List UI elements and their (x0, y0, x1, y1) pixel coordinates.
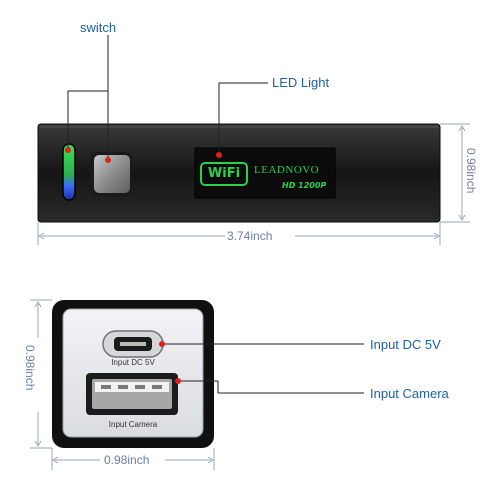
camera-port-label: Input Camera (108, 420, 158, 429)
input-dc-label: Input DC 5V (370, 337, 441, 352)
led-light-label: LED Light (272, 75, 330, 90)
height-top-text: 0.98inch (464, 148, 478, 194)
camera-input-pointer (175, 378, 364, 394)
power-switch-button[interactable] (90, 152, 132, 196)
height-dimension-top (440, 123, 470, 223)
wifi-badge-text: WiFi (207, 166, 241, 181)
model-name: HD 1200P (282, 181, 327, 190)
length-dimension-top (37, 222, 441, 245)
led-light-pointer (216, 82, 268, 158)
brand-name: LEADNOVO (254, 164, 320, 176)
input-camera-label: Input Camera (370, 386, 449, 401)
dc-port-label: Input DC 5V (111, 358, 155, 367)
usb-a-port (86, 373, 178, 415)
wifi-badge (200, 162, 248, 186)
switch-label: switch (80, 20, 117, 35)
width-dimension-bottom (51, 448, 215, 470)
micro-usb-port (102, 330, 164, 358)
led-indicator (62, 143, 76, 201)
height-dimension-bottom (30, 299, 52, 449)
dc-input-pointer (159, 341, 364, 347)
height-bottom-text: 0.98inch (23, 345, 37, 391)
width-bottom-text: 0.98inch (104, 453, 150, 467)
switch-pointer (65, 35, 111, 163)
length-top-text: 3.74inch (227, 229, 273, 243)
